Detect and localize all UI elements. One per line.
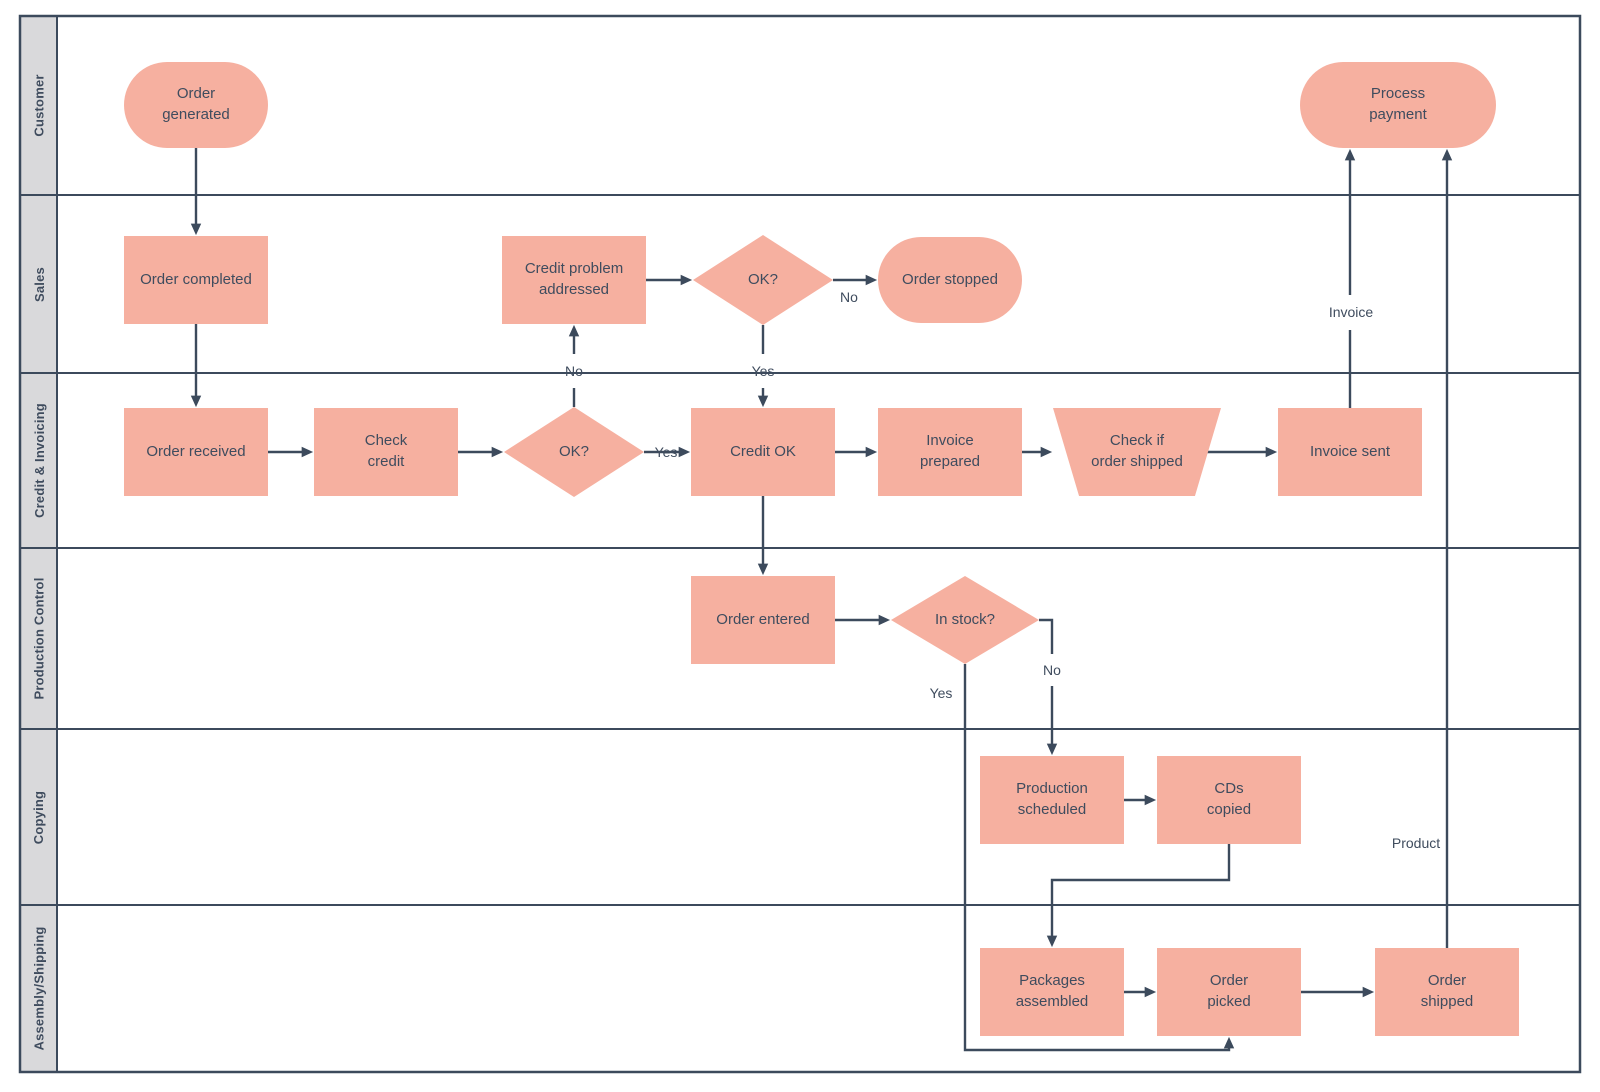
node-production-scheduled[interactable]: Production scheduled — [980, 756, 1124, 844]
node-cds-copied[interactable]: CDs copied — [1157, 756, 1301, 844]
node-order-entered[interactable]: Order entered — [691, 576, 835, 664]
diagram-frame — [18, 14, 1582, 1074]
node-credit-problem-addressed[interactable]: Credit problem addressed — [502, 236, 646, 324]
lane-header-cell-assembly-shipping — [21, 905, 57, 1072]
node-check-if-order-shipped[interactable]: Check if order shipped — [1053, 408, 1221, 496]
lane-header-cell-production-control — [21, 548, 57, 729]
node-order-completed[interactable]: Order completed — [124, 236, 268, 324]
edge-in-stock-yes-order-picked — [963, 664, 1235, 1052]
lane-header-cell-credit-invoicing — [21, 373, 57, 548]
node-order-received[interactable]: Order received — [124, 408, 268, 496]
lane-grid — [18, 14, 1582, 1074]
edge-cds-copied-packages-assembled — [1046, 844, 1231, 948]
node-order-stopped[interactable]: Order stopped — [878, 237, 1022, 323]
node-check-credit[interactable]: Check credit — [314, 408, 458, 496]
lane-header-cell-sales — [21, 195, 57, 373]
node-invoice-sent[interactable]: Invoice sent — [1278, 408, 1422, 496]
lane-header-cell-customer — [21, 17, 57, 195]
node-order-picked[interactable]: Order picked — [1157, 948, 1301, 1036]
node-credit-ok[interactable]: Credit OK — [691, 408, 835, 496]
node-invoice-prepared[interactable]: Invoice prepared — [878, 408, 1022, 496]
edge-in-stock-no-production-scheduled — [1039, 618, 1052, 752]
node-order-shipped[interactable]: Order shipped — [1375, 948, 1519, 1036]
node-process-payment[interactable]: Process payment — [1300, 62, 1496, 148]
connectors — [190, 148, 1453, 1052]
node-order-generated[interactable]: Order generated — [124, 62, 268, 148]
lane-header-cell-copying — [21, 729, 57, 905]
node-packages-assembled[interactable]: Packages assembled — [980, 948, 1124, 1036]
